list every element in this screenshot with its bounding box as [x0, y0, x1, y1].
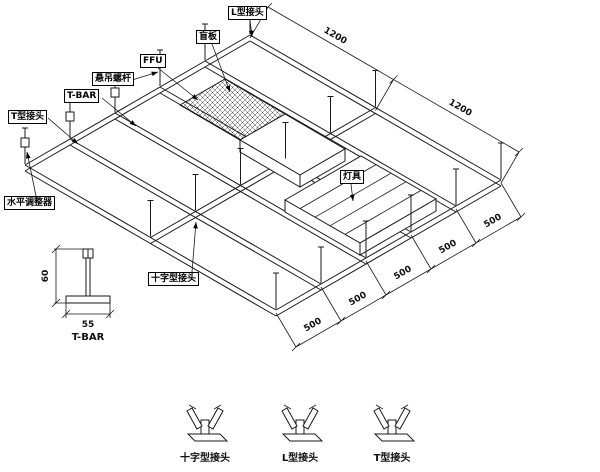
callout-l-joint: L型接头: [228, 6, 267, 20]
detail-dim-height: 60: [41, 270, 51, 283]
legend-label-cross-joint: 十字型接头: [180, 451, 230, 464]
callout-blind-panel: 盲板: [196, 30, 221, 44]
callout-light-fixture: 灯具: [340, 170, 365, 184]
legend-joints: 十字型接头 L型接头 T型接头: [180, 404, 415, 464]
detail-title: T-BAR: [72, 332, 105, 343]
light-fixture: [283, 155, 438, 256]
detail-dim-width: 55: [82, 320, 95, 330]
callout-hanger-rod: 悬吊螺杆: [92, 72, 135, 86]
callout-leaders: [25, 19, 355, 273]
dim-500-2: 500: [347, 290, 368, 308]
level-adjuster-collar: [20, 137, 30, 148]
dim-500-5: 500: [482, 212, 503, 230]
cross-joint-icon: [186, 404, 228, 442]
callout-cross-joint: 十字型接头: [148, 272, 200, 286]
legend-label-l-joint: L型接头: [282, 451, 318, 464]
callout-t-joint: T型接头: [8, 110, 48, 124]
level-adjuster-collar: [65, 111, 75, 122]
blind-panel-box: [239, 113, 346, 188]
dim-500-4: 500: [437, 238, 458, 256]
tbar-section-detail: 60 55 T-BAR: [41, 244, 115, 343]
l-joint-icon: [281, 404, 323, 442]
callout-level-adjuster: 水平调整器: [4, 196, 56, 210]
t-joint-icon: [373, 404, 415, 442]
hanger-rods: [20, 9, 504, 309]
dim-1200-1: 1200: [322, 26, 349, 47]
dim-1200-2: 1200: [447, 98, 474, 119]
callout-ffu: FFU: [140, 54, 166, 68]
dim-500-3: 500: [392, 264, 413, 282]
callout-t-bar: T-BAR: [64, 89, 100, 103]
level-adjuster-collar: [110, 87, 120, 98]
legend-label-t-joint: T型接头: [374, 451, 411, 464]
dim-500-1: 500: [302, 316, 323, 334]
